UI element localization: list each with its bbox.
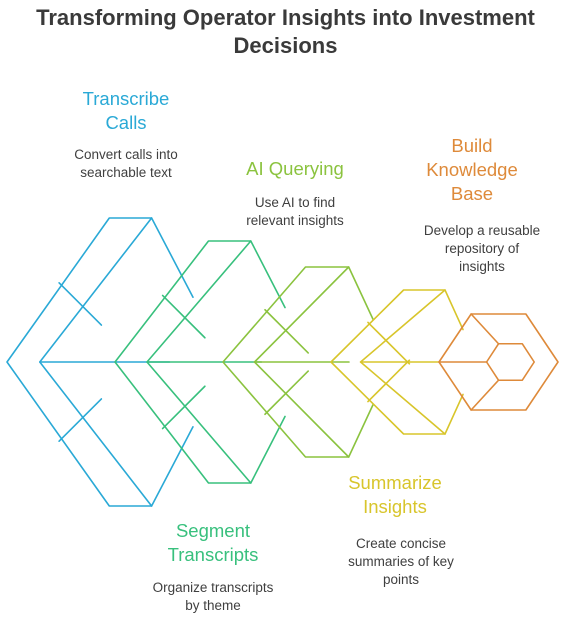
chevron-tick-summarize: [367, 321, 411, 365]
chevron-tick-transcribe: [58, 398, 103, 443]
chevron-back-summarize: [444, 289, 464, 331]
step-desc-query: Use AI to find relevant insights: [246, 195, 344, 228]
chevron-back-summarize: [444, 393, 464, 435]
inner-hexagon-build: [485, 342, 536, 382]
title-line-2: Decisions: [233, 33, 338, 58]
step-title-transcribe: Transcribe Calls: [82, 88, 170, 133]
chevron-back-query: [347, 266, 374, 321]
chevron-tick-query: [264, 308, 310, 354]
chevron-back-transcribe: [150, 425, 194, 507]
chevron-back-transcribe: [150, 217, 194, 299]
edge-build: [470, 379, 500, 411]
step-desc-transcribe: Convert calls into searchable text: [74, 147, 178, 180]
step-title-build: Build Knowledge Base: [426, 135, 518, 204]
step-desc-summarize: Create concise summaries of key points: [348, 536, 454, 587]
step-title-query: AI Querying: [246, 158, 344, 179]
step-desc-segment: Organize transcripts by theme: [152, 580, 274, 613]
title-line-1: Transforming Operator Insights into Inve…: [36, 5, 535, 30]
chevron-tick-segment: [161, 294, 206, 339]
chevron-tick-query: [264, 370, 310, 416]
chevron-back-query: [347, 403, 374, 458]
page-title: Transforming Operator Insights into Inve…: [0, 4, 571, 60]
edge-build: [470, 313, 500, 345]
step-desc-build: Develop a reusable repository of insight…: [423, 223, 541, 274]
chevron-tick-summarize: [367, 359, 411, 403]
chevron-tick-transcribe: [58, 281, 103, 326]
step-title-segment: Segment Transcripts: [167, 520, 259, 565]
step-title-summarize: Summarize Insights: [348, 472, 442, 517]
chevron-tick-segment: [161, 385, 206, 430]
